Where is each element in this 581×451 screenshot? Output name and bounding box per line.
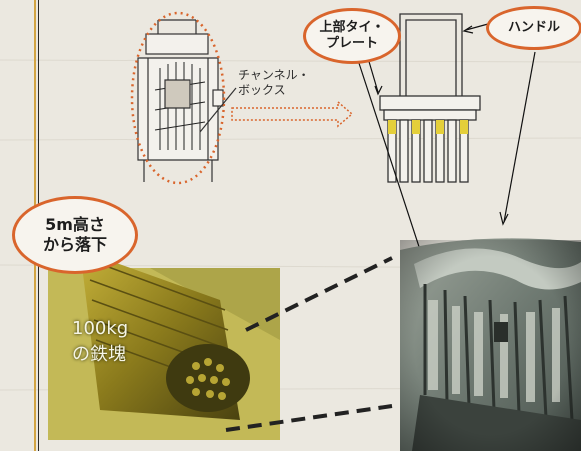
dashed-connectors — [225, 256, 393, 432]
callout-upper-tie-plate-text: 上部タイ・ プレート — [319, 19, 385, 51]
channel-box-label: チャンネル・ ボックス — [238, 68, 310, 97]
callout-upper-tie-plate: 上部タイ・ プレート — [303, 8, 401, 64]
steel-block-photo — [48, 250, 280, 440]
damaged-assembly-photo — [400, 238, 581, 451]
fuel-assembly-drawing — [137, 19, 224, 182]
highlight-ellipse — [130, 11, 226, 185]
callout-drop-height: 5m高さ から落下 — [12, 196, 138, 274]
callout-handle: ハンドル — [486, 6, 581, 50]
steel-block-label: 100kg の鉄塊 — [72, 318, 129, 365]
upper-tie-plate-drawing — [379, 13, 481, 183]
pointer-lines — [355, 23, 536, 266]
channel-box-arrow — [199, 87, 237, 133]
callout-handle-text: ハンドル — [507, 19, 560, 35]
callout-drop-height-text: 5m高さ から落下 — [42, 215, 107, 254]
expand-arrow — [231, 100, 354, 128]
